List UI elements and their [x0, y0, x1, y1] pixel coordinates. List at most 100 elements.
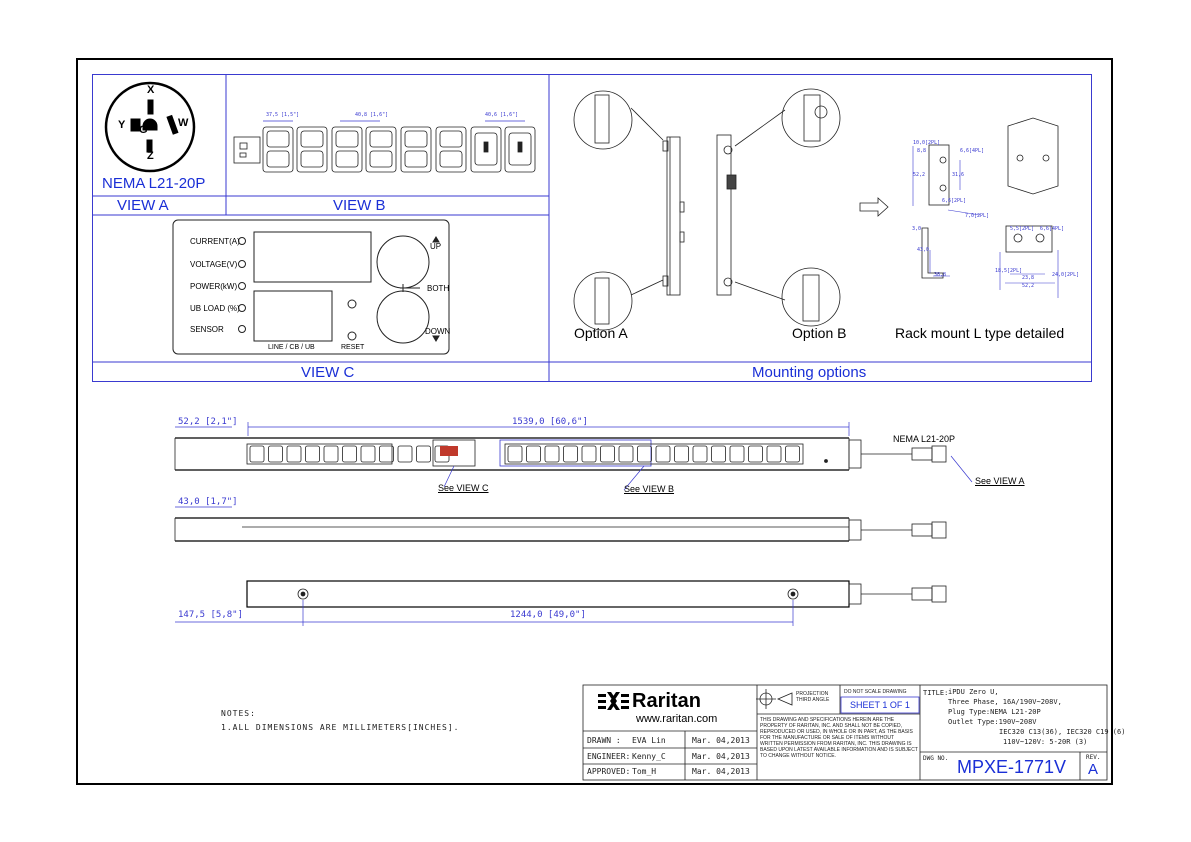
view-c-panel: [172, 219, 450, 355]
nema-pin-y: Y: [118, 119, 126, 131]
span-dim: 1244,0 [49,0"]: [510, 610, 586, 620]
mounting-option-b: [716, 88, 841, 327]
pdu-outlet: [600, 445, 615, 463]
notes-title: NOTES:: [221, 709, 256, 718]
pdu-outlet: [323, 445, 339, 463]
view-a-label: VIEW A: [117, 197, 169, 214]
engineer-name: Kenny_C: [632, 752, 666, 761]
pdu-outlet: [305, 445, 320, 463]
rack-dim-5: 6,6[2PL]: [942, 198, 967, 204]
engineer-label: ENGINEER:: [587, 752, 631, 761]
pdu-outlet: [618, 445, 634, 463]
pdu-outlet: [581, 445, 597, 463]
see-view-b-callout: See VIEW B: [624, 484, 675, 494]
sensor-label: SENSOR: [190, 325, 224, 334]
pdu-side-view: [174, 517, 947, 542]
rack-dim-7: 3,0: [912, 226, 922, 232]
pdu-outlet: [711, 445, 726, 463]
down-label: DOWN: [425, 327, 451, 336]
view-b-outlets: [233, 120, 536, 173]
line-cb-ub-label: LINE / CB / UB: [268, 344, 315, 351]
rack-dim-10: 5,5[2PL]: [1010, 226, 1035, 232]
view-c-label: VIEW C: [301, 364, 355, 381]
pdu-outlet: [748, 445, 763, 463]
pdu-outlet: [563, 445, 578, 463]
pdu-outlet: [785, 445, 800, 463]
option-a-label: Option A: [574, 325, 628, 341]
dwg-number: MPXE-1771V: [957, 757, 1067, 777]
title-line-6: 110V~120V: 5-20R (3): [1003, 738, 1088, 746]
both-label: BOTH: [427, 284, 450, 293]
title-label: TITLE:: [923, 689, 949, 697]
rev-value: A: [1088, 761, 1099, 778]
reset-label: RESET: [341, 344, 365, 351]
nema-pin-g: G: [139, 124, 148, 136]
current-label: CURRENT(A): [190, 237, 240, 246]
title-line-2: Three Phase, 16A/190V~208V,: [948, 698, 1062, 706]
pdu-outlet: [397, 445, 413, 463]
pdu-outlet: [416, 445, 431, 463]
rack-dim-8: 43,0: [917, 247, 930, 253]
engineer-date: Mar. 04,2013: [692, 752, 750, 761]
rack-dim-13: 52,2: [1022, 283, 1035, 289]
nema-pin-x: X: [147, 84, 155, 96]
pdu-outlet: [766, 445, 782, 463]
raritan-url: www.raritan.com: [636, 713, 718, 725]
mounting-option-a: [573, 90, 685, 331]
title-line-4: Outlet Type:190V~208V: [948, 718, 1037, 726]
pdu-outlet: [360, 445, 376, 463]
view-b-dim-1: 37,5 [1,5"]: [266, 112, 300, 118]
title-line-3: Plug Type:NEMA L21-20P: [948, 708, 1041, 716]
legal-notice: THIS DRAWING AND SPECIFICATIONS HEREIN A…: [760, 717, 918, 759]
pdu-front-view: [174, 437, 947, 471]
see-view-a-callout: See VIEW A: [975, 476, 1025, 486]
rack-mount-l-detail: [859, 117, 1059, 298]
pdu-outlet: [286, 445, 302, 463]
pdu-outlet: [379, 445, 394, 463]
view-b-dim-2: 40,8 [1,6"]: [355, 112, 389, 118]
pdu-outlet: [342, 445, 357, 463]
see-view-c-callout: See VIEW C: [438, 483, 489, 493]
projection-label: PROJECTION THIRD ANGLE: [796, 691, 830, 703]
rev-label: REV.: [1086, 754, 1101, 761]
pdu-outlet: [674, 445, 689, 463]
rack-dim-1: 10,0[2PL]: [913, 140, 941, 146]
height-dim-2: 43,0 [1,7"]: [178, 497, 238, 507]
title-block: [582, 684, 1108, 781]
rack-mount-label: Rack mount L type detailed: [895, 325, 1065, 341]
drawn-name: EVA Lin: [632, 736, 666, 745]
no-scale-label: DO NOT SCALE DRAWING: [844, 689, 907, 695]
approved-date: Mar. 04,2013: [692, 767, 750, 776]
power-label: POWER(kW): [190, 282, 238, 291]
pdu-outlet: [544, 445, 560, 463]
sheet-label: SHEET 1 OF 1: [850, 700, 910, 710]
drawn-date: Mar. 04,2013: [692, 736, 750, 745]
nema-pin-z: Z: [147, 150, 154, 162]
pdu-outlet: [655, 445, 671, 463]
view-b-label: VIEW B: [333, 197, 386, 214]
height-dim-1: 52,2 [2,1"]: [178, 417, 238, 427]
approved-name: Tom_H: [632, 767, 657, 776]
rack-dim-6: 7,0[2PL]: [965, 213, 990, 219]
view-b-dim-3: 40,6 [1,6"]: [485, 112, 519, 118]
pdu-outlet: [637, 445, 652, 463]
notes-line-1: 1.ALL DIMENSIONS ARE MILLIMETERS[INCHES]…: [221, 723, 460, 732]
nema-callout: NEMA L21-20P: [893, 434, 956, 444]
raritan-logo-icon: [598, 692, 629, 710]
rack-dim-12: 23,8: [1022, 275, 1035, 281]
drawing-frame: [76, 58, 1113, 785]
nema-plug-face: [104, 81, 196, 173]
nema-title: NEMA L21-20P: [102, 175, 206, 192]
nema-pin-w: W: [178, 117, 189, 129]
rack-dim-16: 6,6[4PL]: [1040, 226, 1065, 232]
pdu-outlet: [507, 445, 523, 463]
rack-dim-2: 8,8: [917, 148, 927, 154]
ub-load-label: UB LOAD (%): [190, 304, 240, 313]
offset-dim: 147,5 [5,8"]: [178, 610, 244, 620]
drawn-label: DRAWN :: [587, 736, 621, 745]
rack-dim-11: 18,5[2PL]: [995, 268, 1023, 274]
rack-dim-15: 6,6[4PL]: [960, 148, 985, 154]
voltage-label: VOLTAGE(V): [190, 260, 238, 269]
pdu-outlet: [692, 445, 708, 463]
